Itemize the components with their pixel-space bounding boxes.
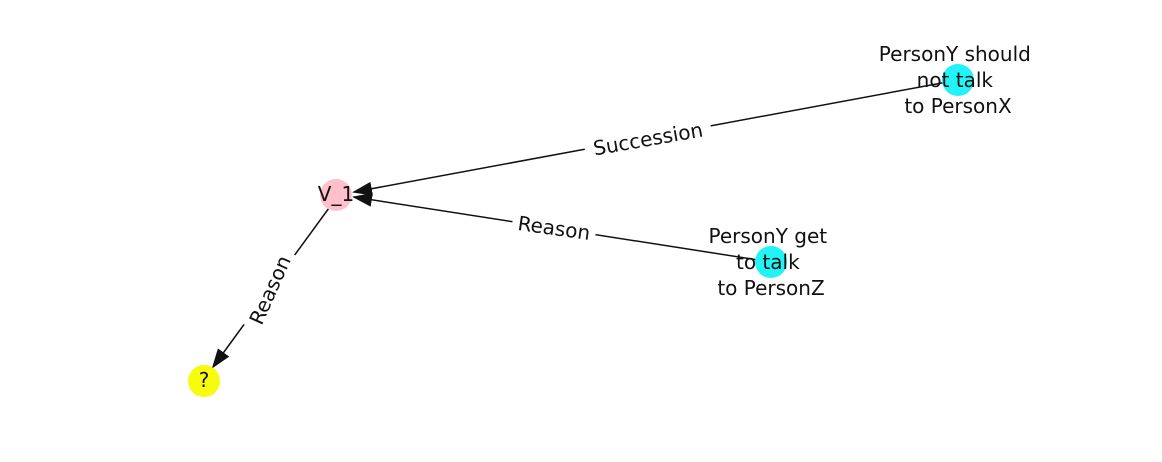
node-text-line: to PersonZ [717,276,824,300]
node-persony-not-talk-personx: PersonY should not talk to PersonX [879,42,1037,118]
node-text-line: not talk [917,68,994,92]
node-text-line: to PersonX [904,94,1012,118]
node-persony-talk-personz-circle [755,246,787,278]
node-v1-circle [320,179,352,211]
node-question-label: ? [199,368,210,392]
node-persony-not-talk-personx-label: PersonY should not talk to PersonX [879,42,1037,118]
node-persony-talk-personz: PersonY get to talk to PersonZ [709,224,834,300]
node-v1-label: V_1 [318,182,354,206]
node-text-line: PersonY should [879,42,1031,66]
node-text-line: PersonY get [709,224,828,248]
node-persony-not-talk-personx-circle [942,64,974,96]
edge-label-bg [238,245,302,335]
edge-label-bg [510,206,598,250]
edge-label-bg [582,112,714,166]
node-persony-talk-personz-label: PersonY get to talk to PersonZ [709,224,834,300]
node-text-line: to talk [736,250,800,274]
node-question: ? [188,365,220,397]
node-v1: V_1 [318,179,354,211]
edge-labels-layer: Succession Reason Reason [238,112,714,335]
nodes-layer: V_1 ? PersonY should not talk to PersonX… [188,42,1037,397]
node-question-circle [188,365,220,397]
